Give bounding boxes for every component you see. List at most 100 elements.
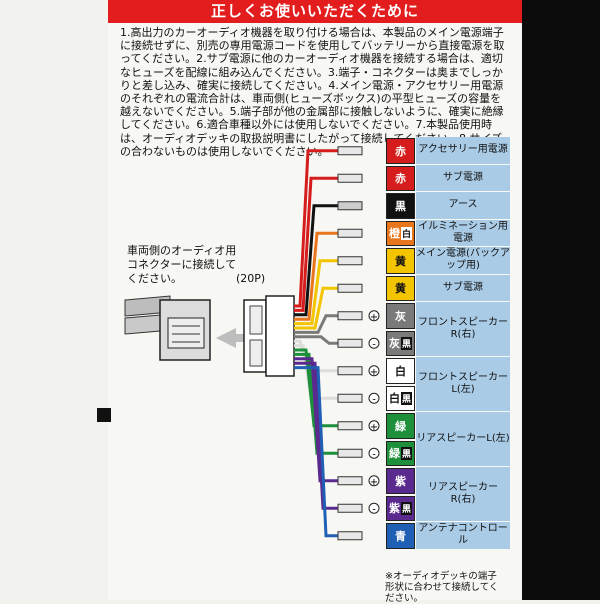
wire-terminal-icon <box>337 393 363 403</box>
wire-color-chip: 灰 <box>386 303 415 329</box>
wire-function-label: リアスピーカーR(右) <box>416 467 510 522</box>
wire-color-label: 白 <box>395 364 406 378</box>
wire-color-chip: 白黒 <box>386 385 415 411</box>
wire-color-chip: 赤 <box>386 165 415 191</box>
wire-terminal-icon <box>337 476 363 486</box>
polarity-label: - <box>372 504 376 515</box>
wire-stripe-label: 黒 <box>400 391 412 405</box>
polarity-label: - <box>372 339 376 350</box>
wire-color-label: 緑 <box>388 447 400 461</box>
wire-line <box>294 286 338 330</box>
wire-color-chip: 紫黒 <box>386 495 415 521</box>
plus-terminal-icon <box>368 420 380 432</box>
pin-count-label: (20P) <box>236 272 266 285</box>
connect-instruction: 車両側のオーディオ用コネクターに接続してください。 <box>127 244 237 285</box>
wire-color-chip: 黄 <box>386 248 415 274</box>
wire-line <box>294 259 338 326</box>
wire-stripe-label: 黒 <box>400 336 412 350</box>
wire-stripe-label: 白 <box>400 226 412 240</box>
wire-color-label: 黒 <box>395 199 406 213</box>
plus-terminal-icon <box>368 475 380 487</box>
wire-function-label: アクセサリー用電源 <box>416 137 510 165</box>
usage-notes: 1.高出力のカーオーディオ機器を取り付ける場合は、本製品のメイン電源端子に接続せ… <box>120 26 505 158</box>
wire-function-label: アース <box>416 192 510 220</box>
wire-terminal-icon <box>337 366 363 376</box>
wire-color-label: 灰 <box>395 309 406 323</box>
wire-line <box>294 176 338 312</box>
wire-terminal-icon <box>337 228 363 238</box>
square-marker <box>97 408 111 422</box>
wire-terminal-icon <box>337 531 363 541</box>
wire-line <box>294 335 338 345</box>
wire-function-label: イルミネーション用電源 <box>416 219 510 247</box>
polarity-label: + <box>370 312 378 323</box>
wire-terminal-icon <box>337 311 363 321</box>
wire-color-label: 赤 <box>395 144 406 158</box>
plus-terminal-icon <box>368 365 380 377</box>
wire-color-chip: 緑黒 <box>386 440 415 466</box>
wire-color-label: 灰 <box>388 337 400 351</box>
wire-bundle: + - + - + - + - <box>294 146 380 541</box>
wire-color-chip: 黄 <box>386 275 415 301</box>
polarity-label: - <box>372 394 376 405</box>
wire-line <box>294 348 338 428</box>
wire-line <box>294 231 338 321</box>
wire-terminal-icon <box>337 146 363 156</box>
footnote: ※オーディオデッキの端子形状に合わせて接続してください。 <box>385 571 499 604</box>
wire-color-label: 黄 <box>395 254 406 268</box>
wire-color-chip: 白 <box>386 358 415 384</box>
wire-function-label: メイン電源(バックアップ用) <box>416 247 510 275</box>
wire-terminal-icon <box>337 338 363 348</box>
wire-terminal-icon <box>337 256 363 266</box>
wire-color-chip: 橙白 <box>386 220 415 246</box>
minus-terminal-icon <box>368 447 380 459</box>
wire-stripe-label: 黒 <box>400 501 412 515</box>
wire-terminal-icon <box>337 421 363 431</box>
polarity-label: - <box>372 449 376 460</box>
wire-color-chip: 青 <box>386 523 415 549</box>
wire-stripe-label: 黒 <box>400 446 412 460</box>
minus-terminal-icon <box>368 392 380 404</box>
wire-function-label: アンテナコントロール <box>416 522 510 550</box>
harness-connector-20p <box>243 295 295 377</box>
wire-color-label: 緑 <box>395 419 406 433</box>
wire-terminal-icon <box>337 283 363 293</box>
plus-terminal-icon <box>368 310 380 322</box>
wire-color-label: 青 <box>395 529 406 543</box>
wire-function-label: リアスピーカーL(左) <box>416 412 510 467</box>
wire-function-label: サブ電源 <box>416 164 510 192</box>
wire-line <box>294 314 338 334</box>
minus-terminal-icon <box>368 502 380 514</box>
wire-color-label: 赤 <box>395 172 406 186</box>
wire-color-chip: 黒 <box>386 193 415 219</box>
polarity-label: + <box>370 477 378 488</box>
wire-line <box>294 149 338 308</box>
wire-terminal-icon <box>337 173 363 183</box>
polarity-label: + <box>370 422 378 433</box>
page-edge-black <box>520 0 600 600</box>
wire-color-chip: 紫 <box>386 468 415 494</box>
minus-terminal-icon <box>368 337 380 349</box>
page-title: 正しくお使いいただくために <box>108 0 522 23</box>
wire-line <box>294 204 338 317</box>
wire-function-label: フロントスピーカーR(右) <box>416 302 510 357</box>
wire-line <box>294 352 338 455</box>
wire-line <box>294 361 338 510</box>
wire-color-chip: 灰黒 <box>386 330 415 356</box>
wire-terminal-icon <box>337 448 363 458</box>
wire-terminal-icon <box>337 201 363 211</box>
wire-color-label: 白 <box>388 392 400 406</box>
arrow-left-icon <box>216 328 236 348</box>
wire-line <box>294 366 338 538</box>
wire-terminal-icon <box>337 503 363 513</box>
wire-color-label: 黄 <box>395 282 406 296</box>
wire-color-label: 紫 <box>388 502 400 516</box>
polarity-label: + <box>370 367 378 378</box>
wire-color-chip: 緑 <box>386 413 415 439</box>
wire-function-label: サブ電源 <box>416 274 510 302</box>
wire-color-label: 紫 <box>395 474 406 488</box>
wire-color-chip: 赤 <box>386 138 415 164</box>
wire-line <box>294 357 338 483</box>
vehicle-connector-drawing <box>124 295 211 361</box>
